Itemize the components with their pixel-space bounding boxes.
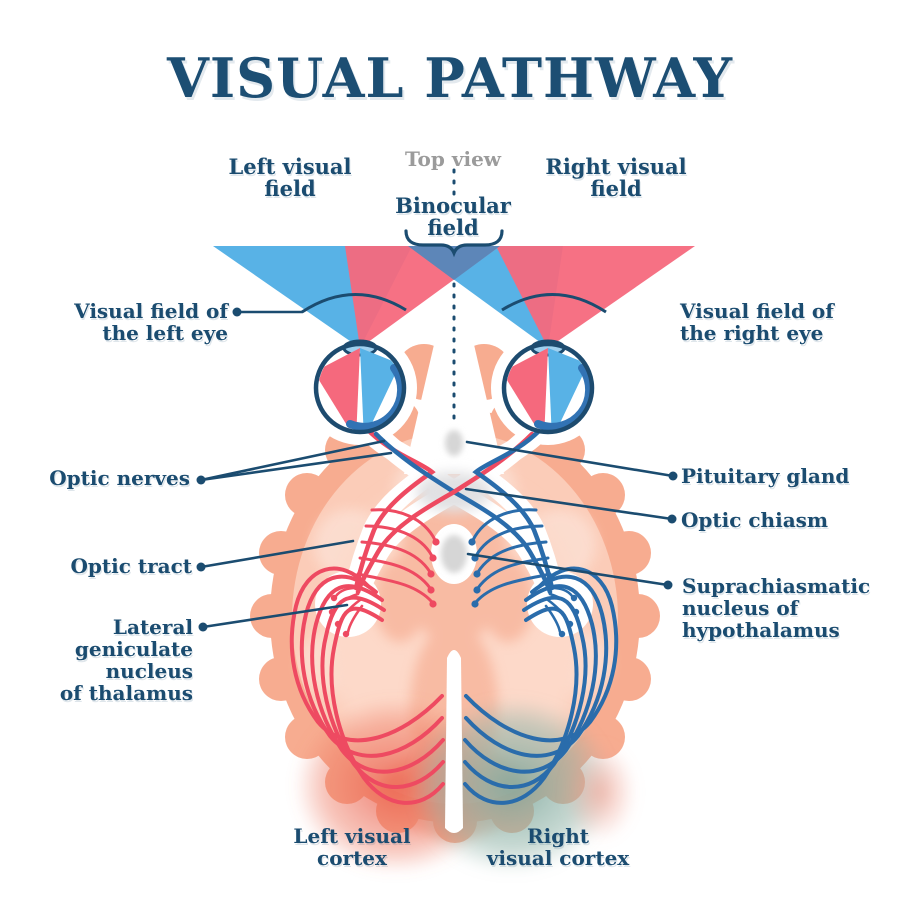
left-retina	[346, 364, 406, 431]
pituitary-gland-label: Pituitary gland	[681, 464, 850, 488]
page-title: VISUAL PATHWAY	[166, 46, 734, 110]
lgn-left-terminals	[332, 586, 364, 634]
leader-dots	[196, 307, 678, 632]
right-retina	[534, 364, 594, 431]
optic-nerve-left-nasal	[373, 431, 553, 595]
scn-branches-right	[471, 508, 552, 604]
top-view-label: Top view	[404, 147, 502, 171]
visual-field-right-eye-label: Visual field of the right eye	[680, 299, 834, 345]
scn-branches-left	[356, 508, 437, 604]
optic-nerves-and-tracts	[353, 427, 555, 595]
optic-tract-label: Optic tract	[70, 554, 192, 578]
binocular-brace	[404, 229, 504, 258]
right-visual-cortex-label: Right visual cortex	[486, 824, 630, 870]
visual-field-triangles	[213, 246, 695, 348]
optic-nerve-right-nasal	[355, 431, 535, 595]
right-eye	[501, 339, 595, 435]
left-visual-field-label: Left visual field	[228, 154, 352, 201]
right-eye-field-arc	[501, 293, 607, 314]
optic-nerve-right-temporal	[472, 427, 555, 591]
visual-field-left-eye-label: Visual field of the left eye	[74, 299, 228, 345]
left-eye	[313, 339, 407, 435]
right-visual-field-label: Right visual field	[545, 154, 687, 201]
lateral-geniculate-label: Lateral geniculate nucleus of thalamus	[59, 615, 193, 705]
left-eye-field-arc	[301, 293, 407, 314]
left-visual-cortex-label: Left visual cortex	[293, 824, 411, 870]
suprachiasmatic-label: Suprachiasmatic nucleus of hypothalamus	[682, 574, 871, 642]
optic-chiasm-label: Optic chiasm	[681, 508, 829, 532]
optic-nerves-label: Optic nerves	[49, 466, 190, 490]
leader-lines	[199, 310, 675, 629]
longitudinal-fissure	[445, 650, 463, 833]
binocular-overlap	[408, 246, 500, 280]
binocular-field-label: Binocular field	[395, 193, 511, 240]
lgn-right-terminals	[544, 586, 576, 634]
